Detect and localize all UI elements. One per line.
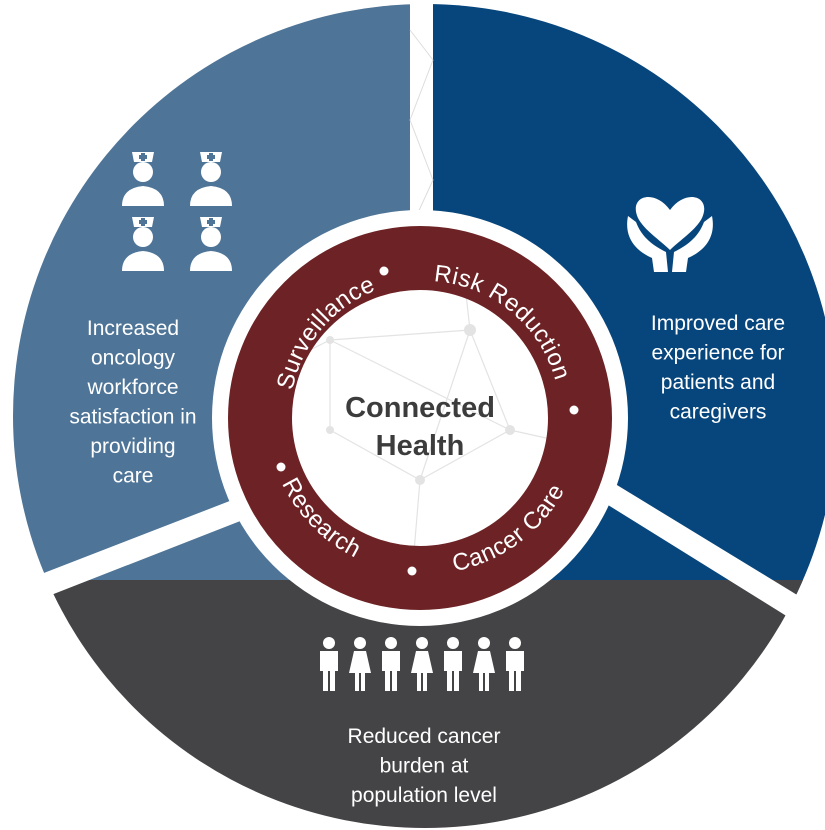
person-female-icon [411,637,433,691]
population-label-line: Reduced cancer [348,725,501,748]
workforce-label-line: Increased [87,317,179,340]
workforce-label-line: satisfaction in [69,406,196,429]
segment-dividers [0,0,825,640]
ring-bullet [276,462,286,472]
care-label-line: caregivers [670,401,767,424]
person-male-icon [444,637,462,691]
healthcare-workers-icon [122,152,232,271]
care-label-line: patients and [661,371,775,394]
ring-bullets [276,266,579,576]
population-label: Reduced cancer burden at population level [348,725,501,807]
care-experience-label: Improved care experience for patients and c… [651,312,785,424]
person-female-icon [349,637,371,691]
person-male-icon [506,637,524,691]
care-label-line: experience for [651,342,784,365]
center-title-line1: Connected [345,392,495,424]
ring-bullet [569,405,579,415]
care-label-line: Improved care [651,312,785,335]
person-male-icon [382,637,400,691]
population-label-line: burden at [380,755,469,778]
center-title-line2: Health [376,430,465,462]
ring-bullet [407,566,417,576]
workforce-label: Increased oncology workforce satisfaction i… [69,317,196,488]
workforce-label-line: oncology [91,347,176,370]
center-network-pattern [249,239,601,601]
center-network-nodes [326,324,515,485]
person-female-icon [473,637,495,691]
workforce-label-line: workforce [86,376,178,399]
workforce-label-line: providing [90,435,175,458]
population-label-line: population level [351,784,497,807]
ring-bullet [379,266,389,276]
workforce-label-line: care [113,465,154,488]
focus-ring [228,226,612,610]
person-male-icon [320,637,338,691]
heart-in-hands-icon [627,196,713,272]
population-icon [320,637,524,691]
